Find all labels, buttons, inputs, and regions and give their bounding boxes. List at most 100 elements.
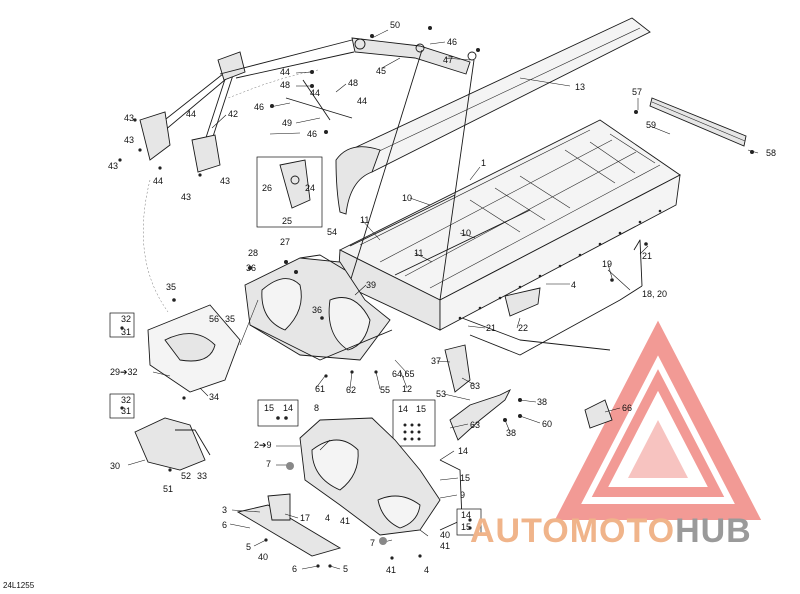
callout: 14 (461, 510, 471, 520)
watermark-text-part2: HUB (675, 512, 752, 550)
callout: 44 (310, 88, 320, 98)
watermark-logo (554, 320, 762, 520)
callout: 9 (460, 490, 465, 500)
callout: 6 (222, 520, 227, 530)
callout: 43 (124, 113, 134, 123)
upper-column (139, 37, 477, 313)
watermark-text: AUTOMOTOHUB (470, 512, 752, 551)
callout: 22 (518, 323, 528, 333)
callout: 63 (470, 381, 480, 391)
footrest-rail (236, 493, 342, 557)
callout: 49 (282, 118, 292, 128)
callout: 43 (108, 161, 118, 171)
callout: 28 (248, 248, 258, 258)
callout: 1 (481, 158, 486, 168)
callout: 43 (124, 135, 134, 145)
hardware-fasteners (118, 26, 754, 568)
callout: 37 (431, 356, 441, 366)
callout: 27 (280, 237, 290, 247)
callout: 14 (458, 446, 468, 456)
callout: 44 (186, 109, 196, 119)
callout: 41 (386, 565, 396, 575)
front-nose (109, 304, 241, 419)
callout: 10 (461, 228, 471, 238)
callout: 26 (262, 183, 272, 193)
callout: 4 (571, 280, 576, 290)
callout: 14 (398, 404, 408, 414)
callout: 44 (357, 96, 367, 106)
diagram-code-label: 24L1255 (3, 581, 35, 590)
callout: 15 (264, 403, 274, 413)
callout: 57 (632, 87, 642, 97)
callout: 46 (307, 129, 317, 139)
callout: 63 (470, 420, 480, 430)
callout: 19 (602, 259, 612, 269)
callout: 58 (766, 148, 776, 158)
callout: 8 (314, 403, 319, 413)
callout: 31 (121, 406, 131, 416)
callout: 33 (197, 471, 207, 481)
callout: 38 (537, 397, 547, 407)
callout: 5 (343, 564, 348, 574)
callout: 47 (443, 55, 453, 65)
callout-labels: 50 46 47 45 44 48 48 44 46 44 49 46 13 5… (108, 20, 776, 575)
callout: 15 (461, 522, 471, 532)
tunnel-assembly (335, 17, 681, 331)
callout: 44 (153, 176, 163, 186)
callout: 21 (486, 323, 496, 333)
callout: 14 (283, 403, 293, 413)
callout: 15 (460, 473, 470, 483)
callout: 17 (300, 513, 310, 523)
callout: 60 (542, 419, 552, 429)
callout: 31 (121, 327, 131, 337)
callout: 59 (646, 120, 656, 130)
callout: 25 (282, 216, 292, 226)
front-bulkhead (239, 254, 393, 361)
steering-post (469, 239, 643, 356)
callout: 36 (312, 305, 322, 315)
callout: 43 (220, 176, 230, 186)
callout: 15 (416, 404, 426, 414)
callout: 6 (292, 564, 297, 574)
callout: 7 (370, 538, 375, 548)
callout: 35 (225, 314, 235, 324)
callout: 30 (110, 461, 120, 471)
front-suspension-module (257, 399, 482, 536)
callout: 11 (414, 248, 423, 258)
callout: 48 (280, 80, 290, 90)
callout: 48 (348, 78, 358, 88)
callout: 61 (315, 384, 325, 394)
rear-brackets (444, 287, 613, 441)
callout: 52 (181, 471, 191, 481)
callout: 50 (390, 20, 400, 30)
callout: 32 (121, 395, 131, 405)
callout: 62 (346, 385, 356, 395)
callout: 41 (340, 516, 350, 526)
callout: 10 (402, 193, 412, 203)
callout: 53 (436, 389, 446, 399)
callout: 56 (209, 314, 219, 324)
callout: 13 (575, 82, 585, 92)
detail-box-24 (256, 156, 323, 228)
callout: 39 (366, 280, 376, 290)
callout: 45 (376, 66, 386, 76)
callout: 42 (228, 109, 238, 119)
callout: 12 (402, 384, 412, 394)
callout: 54 (327, 227, 337, 237)
callout: 34 (209, 392, 219, 402)
callout: 18, 20 (642, 289, 667, 299)
callout: 55 (380, 385, 390, 395)
callout: 44 (280, 67, 290, 77)
callout: 3 (222, 505, 227, 515)
callout: 38 (506, 428, 516, 438)
watermark-text-part1: AUTOMOTO (470, 512, 676, 550)
callout: 21 (642, 251, 652, 261)
callout: 7 (266, 459, 271, 469)
callout: 51 (163, 484, 173, 494)
callout: 11 (360, 215, 369, 225)
callout: 5 (246, 542, 251, 552)
callout: 40 (440, 530, 450, 540)
callout: 64,65 (392, 369, 415, 379)
callout: 43 (181, 192, 191, 202)
